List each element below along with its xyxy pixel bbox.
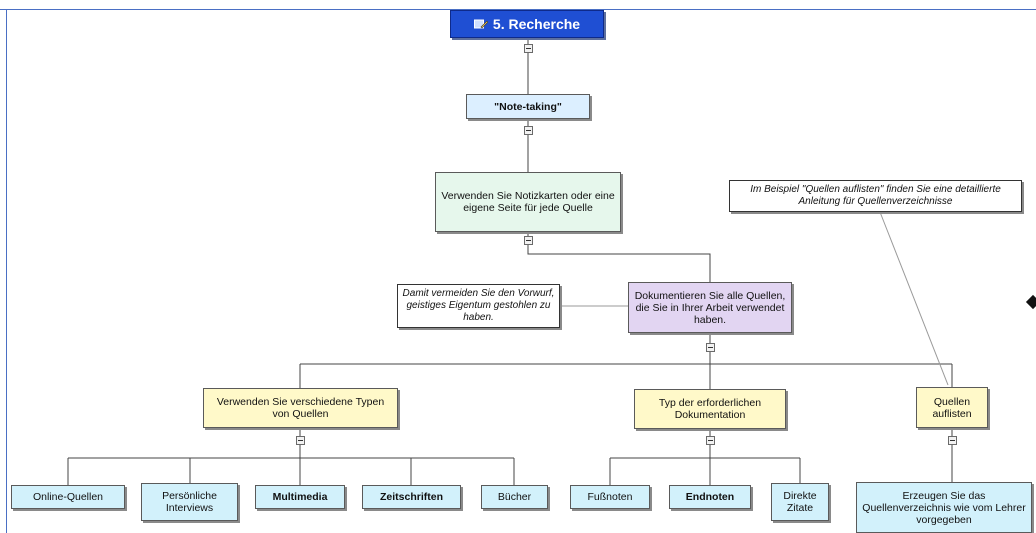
root-node[interactable]: 5. Recherche [450,10,604,38]
persoenliche-interviews-label: Persönliche Interviews [162,490,217,514]
verzeichnis-erzeugen-label: Erzeugen Sie das Quellenverzeichnis wie … [862,489,1026,526]
map-pencil-icon [473,19,488,29]
dokumentieren-node[interactable]: Dokumentieren Sie alle Quellen, die Sie … [628,282,792,333]
collapse-minus-icon[interactable] [706,436,715,445]
collapse-minus-icon[interactable] [948,436,957,445]
zeitschriften-node[interactable]: Zeitschriften [362,485,461,509]
fussnoten-node[interactable]: Fußnoten [570,485,650,509]
callout-beispiel-text: Im Beispiel "Quellen auflisten" finden S… [750,184,1001,207]
zeitschriften-label: Zeitschriften [379,491,443,503]
collapse-minus-icon[interactable] [296,436,305,445]
buecher-node[interactable]: Bücher [481,485,548,509]
collapse-minus-icon[interactable] [524,126,533,135]
collapse-minus-icon[interactable] [524,44,533,53]
notizkarten-label: Verwenden Sie Notizkarten oder eine eige… [441,190,615,214]
verschiedene-typen-node[interactable]: Verwenden Sie verschiedene Typen von Que… [203,388,398,428]
note-taking-label: "Note-taking" [494,100,562,113]
note-taking-node[interactable]: "Note-taking" [466,94,590,119]
callout-vorwurf: Damit vermeiden Sie den Vorwurf, geistig… [397,284,560,328]
quellen-auflisten-label: Quellen auflisten [932,395,972,420]
callout-beispiel: Im Beispiel "Quellen auflisten" finden S… [729,180,1022,212]
fussnoten-label: Fußnoten [587,491,633,503]
endnoten-label: Endnoten [685,491,735,503]
typ-dokumentation-node[interactable]: Typ der erforderlichen Dokumentation [634,389,786,429]
online-quellen-label: Online-Quellen [32,491,104,503]
online-quellen-node[interactable]: Online-Quellen [11,485,125,509]
canvas-top-border [0,9,1036,10]
collapse-minus-icon[interactable] [706,343,715,352]
quellen-auflisten-node[interactable]: Quellen auflisten [916,387,988,428]
notizkarten-node[interactable]: Verwenden Sie Notizkarten oder eine eige… [435,172,621,232]
direkte-zitate-node[interactable]: Direkte Zitate [771,483,829,521]
verschiedene-typen-label: Verwenden Sie verschiedene Typen von Que… [216,396,385,420]
endnoten-node[interactable]: Endnoten [669,485,751,509]
persoenliche-interviews-node[interactable]: Persönliche Interviews [141,483,238,521]
callout-vorwurf-text: Damit vermeiden Sie den Vorwurf, geistig… [402,288,555,323]
collapse-minus-icon[interactable] [524,236,533,245]
root-node-label: 5. Recherche [492,16,581,32]
buecher-label: Bücher [497,491,532,503]
dokumentieren-label: Dokumentieren Sie alle Quellen, die Sie … [634,289,786,326]
direkte-zitate-label: Direkte Zitate [783,490,817,514]
typ-dokumentation-label: Typ der erforderlichen Dokumentation [658,397,762,421]
canvas-left-border [6,9,7,533]
multimedia-node[interactable]: Multimedia [255,485,345,509]
multimedia-label: Multimedia [272,491,328,503]
verzeichnis-erzeugen-node[interactable]: Erzeugen Sie das Quellenverzeichnis wie … [856,482,1032,533]
